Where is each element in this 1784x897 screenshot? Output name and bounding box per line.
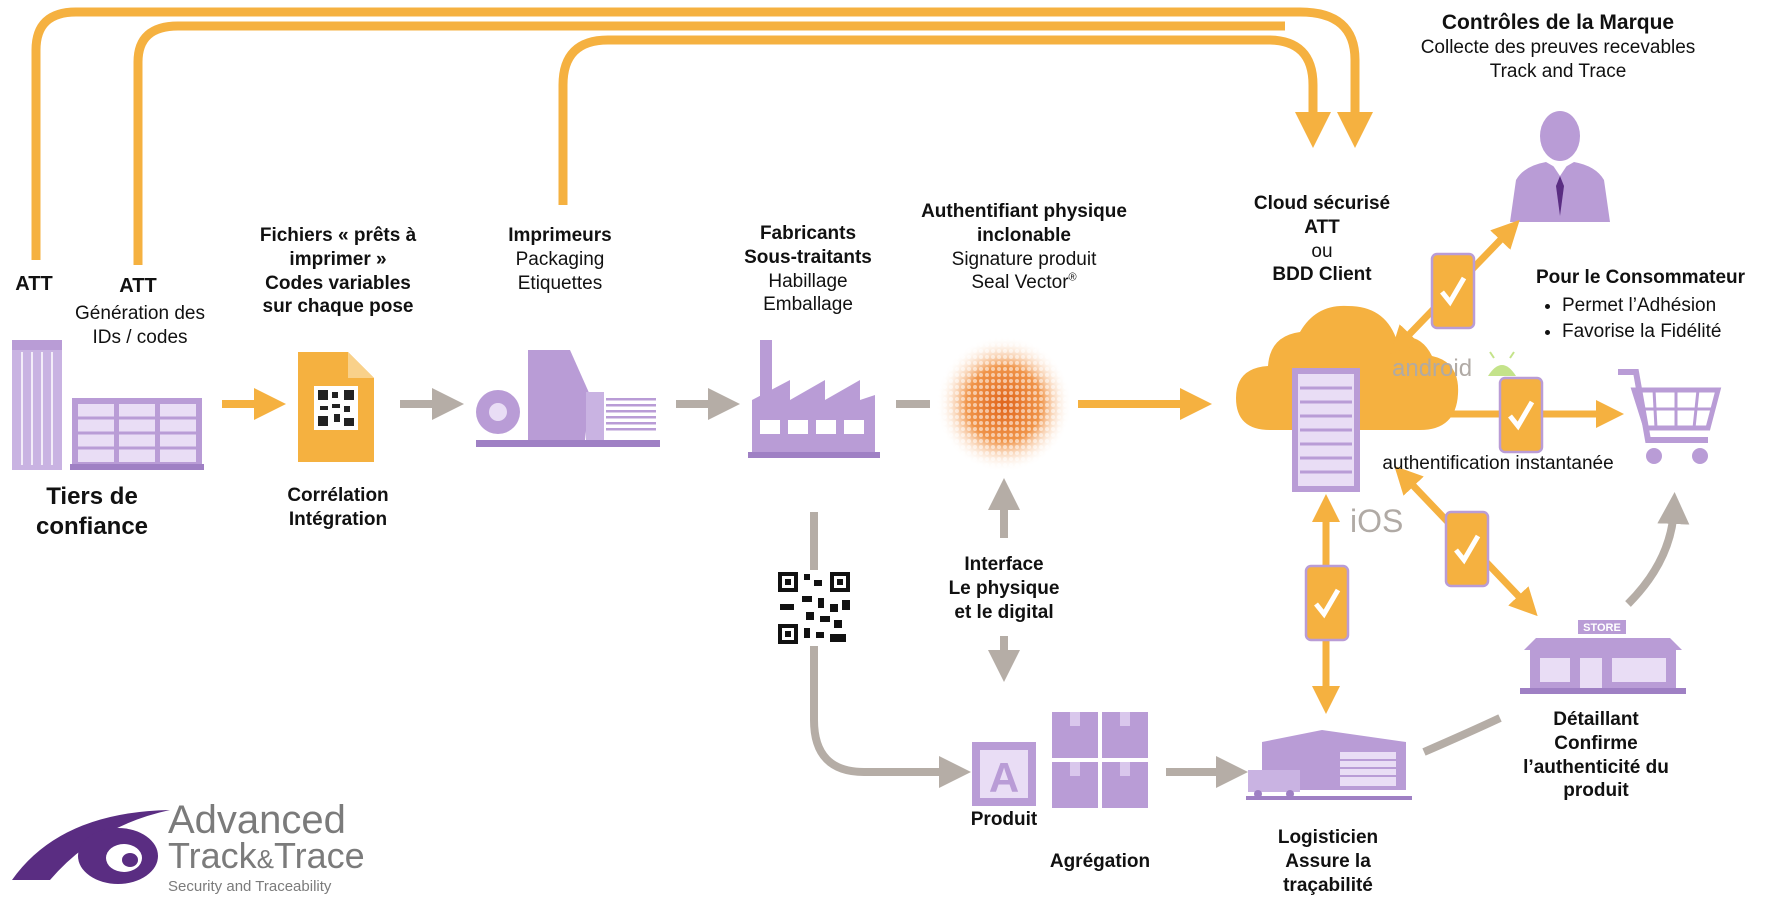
print-files-line4: sur chaque pose — [236, 295, 440, 319]
consumer-benefits-list: Permet l’Adhésion Favorise la Fidélité — [1536, 294, 1780, 344]
att-label-1: ATT — [12, 272, 56, 297]
id-generation-line2: IDs / codes — [60, 326, 220, 350]
product-letter: A — [989, 754, 1019, 801]
phone-check-icon — [1432, 254, 1474, 328]
id-generation-label: Génération des IDs / codes — [60, 302, 220, 350]
brand-line1: Collecte des preuves recevables — [1388, 36, 1728, 60]
cloud-line1: Cloud sécurisé — [1232, 192, 1412, 216]
authenticator-line1: Authentifiant physique — [892, 200, 1156, 224]
aggregation-label: Agrégation — [1030, 850, 1170, 874]
authenticator-label: Authentifiant physique inclonable Signat… — [892, 200, 1156, 295]
cloud-line4: BDD Client — [1232, 263, 1412, 287]
print-file-icon — [298, 352, 374, 462]
consumer-label: Pour le Consommateur Permet l’Adhésion F… — [1536, 266, 1780, 345]
brand-title: Contrôles de la Marque — [1388, 10, 1728, 36]
logo-word-advanced: Advanced — [168, 800, 346, 840]
factory-icon — [748, 340, 880, 458]
print-files-line3: Codes variables — [236, 272, 440, 296]
interface-label: Interface Le physique et le digital — [918, 553, 1090, 624]
cloud-line3: ou — [1232, 240, 1412, 264]
trust-line1: Tiers de — [14, 482, 170, 512]
seal-vector-name: Seal Vector — [971, 272, 1068, 293]
retailer-line1: Détaillant — [1506, 708, 1686, 732]
printers-line2: Etiquettes — [480, 272, 640, 296]
qr-code-icon — [776, 570, 852, 646]
aggregation-boxes-icon — [1052, 712, 1148, 808]
ios-label: iOS — [1350, 503, 1403, 539]
logo-trace: Trace — [274, 835, 365, 876]
correlation-label: Corrélation Intégration — [256, 484, 420, 532]
makers-line3: Habillage — [720, 270, 896, 294]
att-feedback-arrow-outer — [36, 12, 1355, 260]
makers-line4: Emballage — [720, 293, 896, 317]
printers-title: Imprimeurs — [480, 224, 640, 248]
logistics-line1: Logisticien — [1254, 826, 1402, 850]
logo-track: Track — [168, 835, 257, 876]
android-icon — [1488, 352, 1516, 376]
server-rack-icon — [70, 398, 204, 470]
brand-manager-icon — [1510, 111, 1610, 222]
retailer-line2: Confirme — [1506, 732, 1686, 756]
print-files-title: Fichiers « prêts à imprimer » Codes vari… — [236, 224, 440, 319]
logo-word-track-trace: Track&Trace — [168, 838, 365, 877]
retailer-line3: l’authenticité du — [1506, 756, 1686, 780]
makers-line1: Fabricants — [720, 222, 896, 246]
id-generation-line1: Génération des — [60, 302, 220, 326]
arrow-retailer-to-consumer — [1628, 508, 1674, 604]
trust-third-party-label: Tiers de confiance — [14, 482, 170, 542]
logo-ampersand: & — [257, 844, 274, 874]
brand-controls-label: Contrôles de la Marque Collecte des preu… — [1388, 10, 1728, 84]
interface-line2: Le physique — [918, 577, 1090, 601]
interface-line3: et le digital — [918, 601, 1090, 625]
retailer-line4: produit — [1506, 779, 1686, 803]
logo-tagline: Security and Traceability — [168, 878, 331, 896]
printers-line1: Packaging — [480, 248, 640, 272]
phone-check-icon — [1306, 566, 1348, 640]
warehouse-icon — [1246, 730, 1412, 800]
consumer-title: Pour le Consommateur — [1536, 266, 1780, 290]
logistics-label: Logisticien Assure la traçabilité — [1254, 826, 1402, 897]
interface-line1: Interface — [918, 553, 1090, 577]
correlation-line2: Intégration — [256, 508, 420, 532]
instant-auth-label: authentification instantanée — [1360, 452, 1636, 476]
phone-check-icon — [1446, 512, 1488, 586]
retailer-label: Détaillant Confirme l’authenticité du pr… — [1506, 708, 1686, 803]
authenticator-line2: inclonable — [892, 224, 1156, 248]
arrow-logistics-to-retailer — [1424, 718, 1500, 752]
brand-line2: Track and Trace — [1388, 60, 1728, 84]
logistics-line3: traçabilité — [1254, 874, 1402, 897]
store-sign: STORE — [1583, 622, 1621, 634]
consumer-benefit: Favorise la Fidélité — [1562, 320, 1780, 344]
authenticator-line4: Seal Vector® — [892, 271, 1156, 295]
trust-line2: confiance — [14, 512, 170, 542]
product-label: Produit — [952, 808, 1056, 832]
seal-vector-icon — [936, 336, 1072, 472]
consumer-benefit: Permet l’Adhésion — [1562, 294, 1780, 318]
correlation-line1: Corrélation — [256, 484, 420, 508]
makers-label: Fabricants Sous-traitants Habillage Emba… — [720, 222, 896, 317]
cloud-label: Cloud sécurisé ATT ou BDD Client — [1232, 192, 1412, 287]
att-label-2: ATT — [110, 274, 166, 299]
printers-label: Imprimeurs Packaging Etiquettes — [480, 224, 640, 295]
authenticator-line3: Signature produit — [892, 248, 1156, 272]
phone-check-icon — [1500, 378, 1542, 452]
logistics-line2: Assure la — [1254, 850, 1402, 874]
cloud-line2: ATT — [1232, 216, 1412, 240]
android-label: android — [1392, 355, 1472, 382]
makers-line2: Sous-traitants — [720, 246, 896, 270]
printers-feedback-arrow — [563, 40, 1313, 205]
att-logo-icon — [12, 810, 170, 884]
registered-mark: ® — [1069, 272, 1077, 284]
print-files-line1: Fichiers « prêts à — [236, 224, 440, 248]
printing-press-icon — [476, 350, 660, 447]
print-files-line2: imprimer » — [236, 248, 440, 272]
shopping-cart-icon — [1618, 372, 1718, 464]
trust-building-icon — [12, 340, 62, 470]
